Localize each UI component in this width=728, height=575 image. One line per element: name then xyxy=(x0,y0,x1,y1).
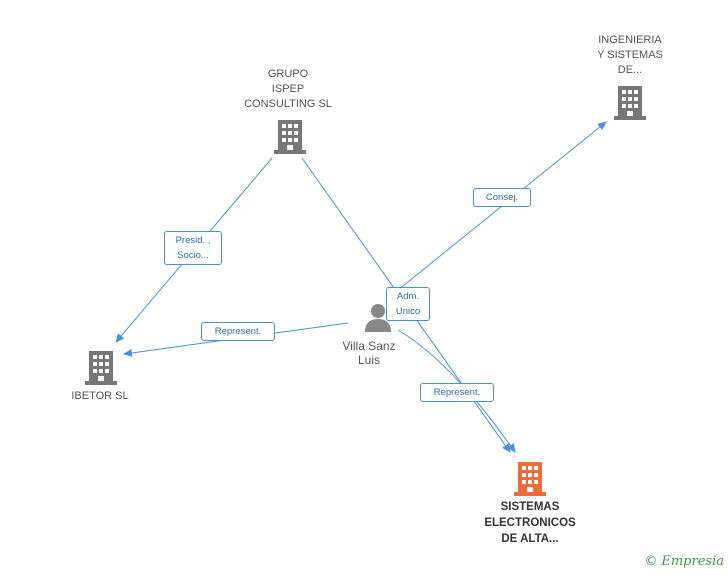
edge-label-represent-right[interactable]: Represent. xyxy=(420,383,494,402)
edge-person-sistemas xyxy=(397,329,516,453)
building-icon[interactable] xyxy=(274,118,306,154)
edge-label-presid[interactable]: Presid. , Socio... xyxy=(164,231,222,265)
node-label-ibetor[interactable]: IBETOR SL xyxy=(71,390,129,402)
node-label-ingenieria[interactable]: INGENIERIA Y SISTEMAS DE... xyxy=(597,34,663,76)
building-icon[interactable] xyxy=(85,349,117,385)
edge-label-adm[interactable]: Adm. Unico xyxy=(386,287,430,321)
node-label-sistemas[interactable]: SISTEMAS ELECTRONICOS DE ALTA... xyxy=(484,501,576,545)
brand-name: Empresia xyxy=(661,554,724,569)
node-label-grupo[interactable]: GRUPO ISPEP CONSULTING SL xyxy=(244,68,332,110)
footer-brand: ©Empresia xyxy=(644,554,724,569)
node-label-person[interactable]: Villa Sanz Luis xyxy=(342,339,396,367)
building-icon[interactable] xyxy=(614,84,646,120)
building-icon-main[interactable] xyxy=(514,460,546,496)
person-icon[interactable] xyxy=(363,302,393,332)
edge-label-represent-left[interactable]: Represent. xyxy=(201,322,275,341)
edge-label-consej[interactable]: Consej. xyxy=(473,188,531,207)
copyright-symbol: © xyxy=(644,554,658,569)
